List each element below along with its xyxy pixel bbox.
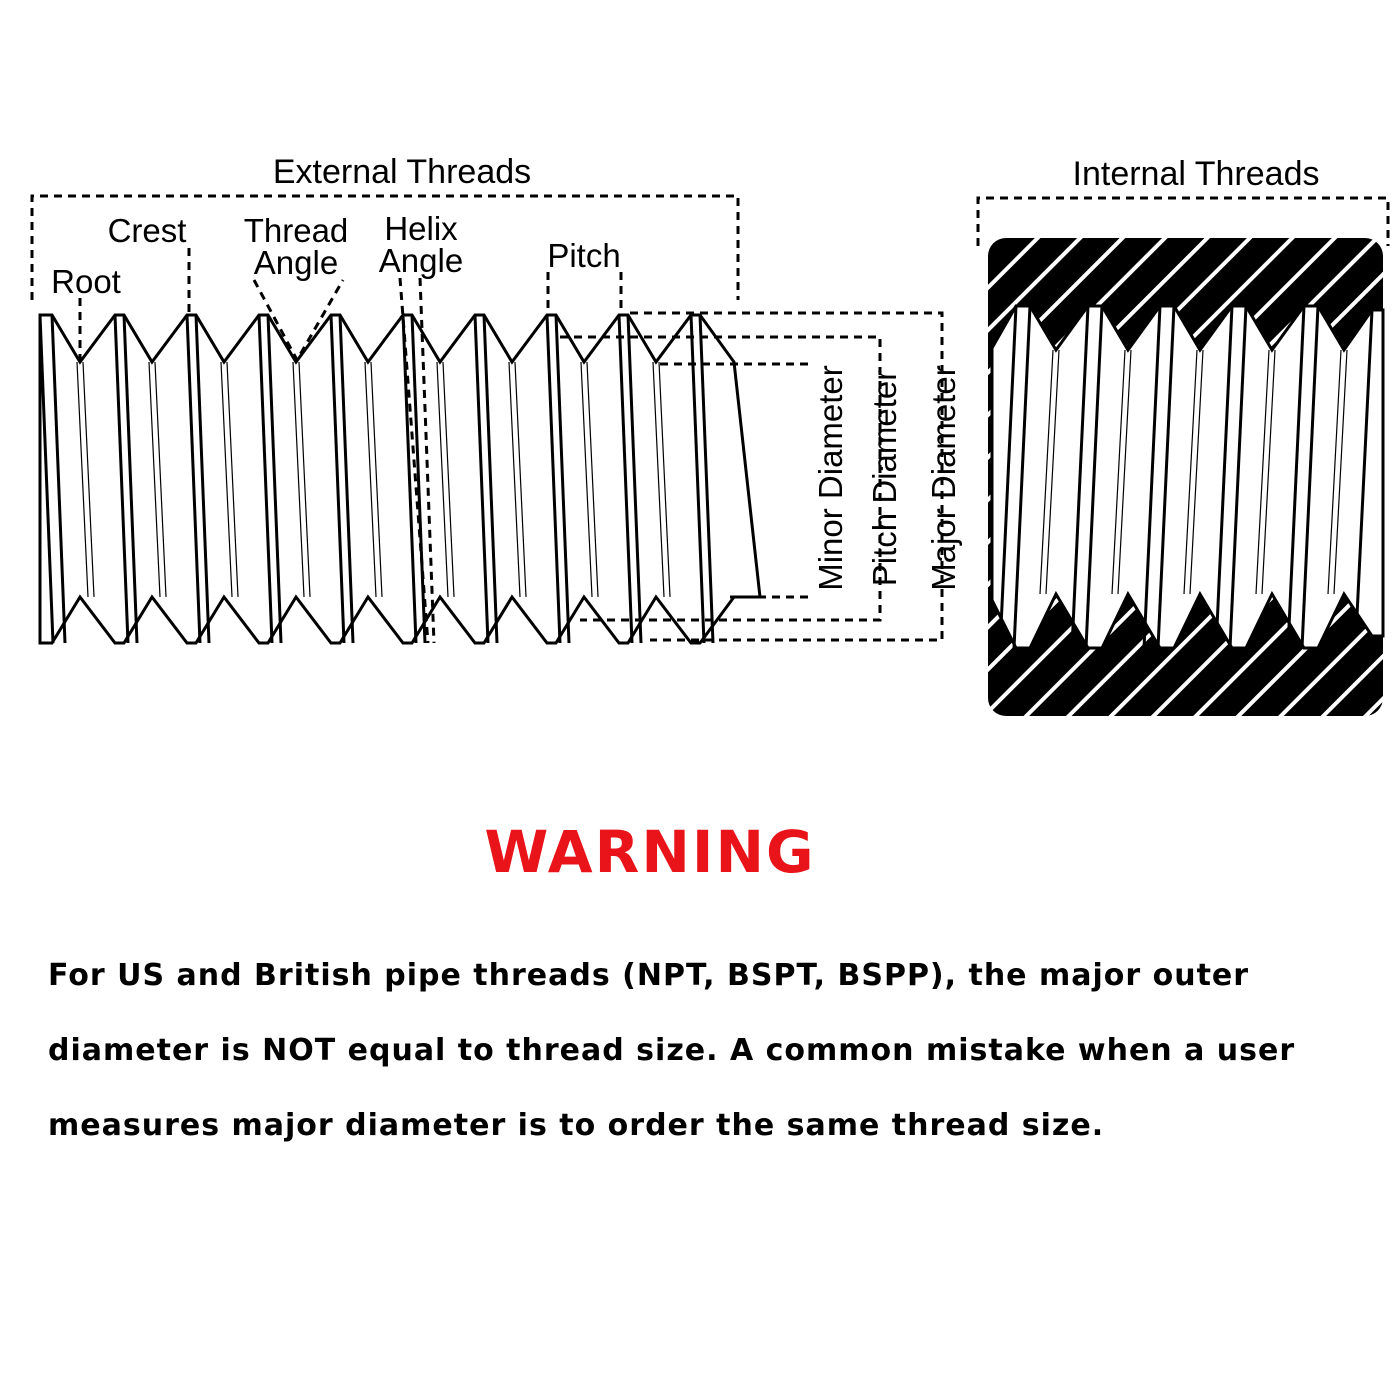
pitch-leader (546, 272, 623, 312)
internal-threads: Internal Threads (976, 155, 1390, 716)
thread-angle-label-line2: Angle (254, 244, 338, 281)
crest-label: Crest (108, 212, 187, 249)
helix-angle-label-line2: Angle (379, 242, 463, 279)
pitch-diameter-label: Pitch Diameter (866, 370, 903, 586)
internal-thread-lines (998, 305, 1374, 649)
external-title-bracket (30, 194, 740, 300)
thread-diagram: External Threads Root Crest Thread Angle… (30, 153, 1390, 716)
external-thread-crest-lines (38, 314, 715, 644)
pitch-diameter-bracket (560, 335, 882, 622)
major-diameter-bracket (630, 311, 944, 642)
helix-angle-label-line1: Helix (384, 210, 458, 247)
external-threads-title: External Threads (273, 153, 531, 191)
warning-body: For US and British pipe threads (NPT, BS… (48, 958, 1296, 1143)
external-threads: External Threads Root Crest Thread Angle… (30, 153, 962, 645)
external-thread-profile (38, 313, 762, 645)
minor-diameter-label: Minor Diameter (812, 365, 849, 591)
pitch-label: Pitch (547, 237, 620, 274)
thread-angle-label-line1: Thread (244, 212, 349, 249)
warning-title: WARNING (484, 818, 816, 886)
root-label: Root (51, 263, 121, 300)
internal-thread-bore (990, 304, 1385, 650)
thread-angle-leader (252, 279, 345, 364)
minor-diameter-bracket (660, 362, 808, 599)
internal-threads-title: Internal Threads (1073, 155, 1320, 193)
external-thread-root-lines (76, 361, 671, 598)
internal-title-bracket (976, 196, 1390, 246)
helix-angle-leader (398, 277, 436, 644)
major-diameter-label: Major Diameter (925, 365, 962, 591)
